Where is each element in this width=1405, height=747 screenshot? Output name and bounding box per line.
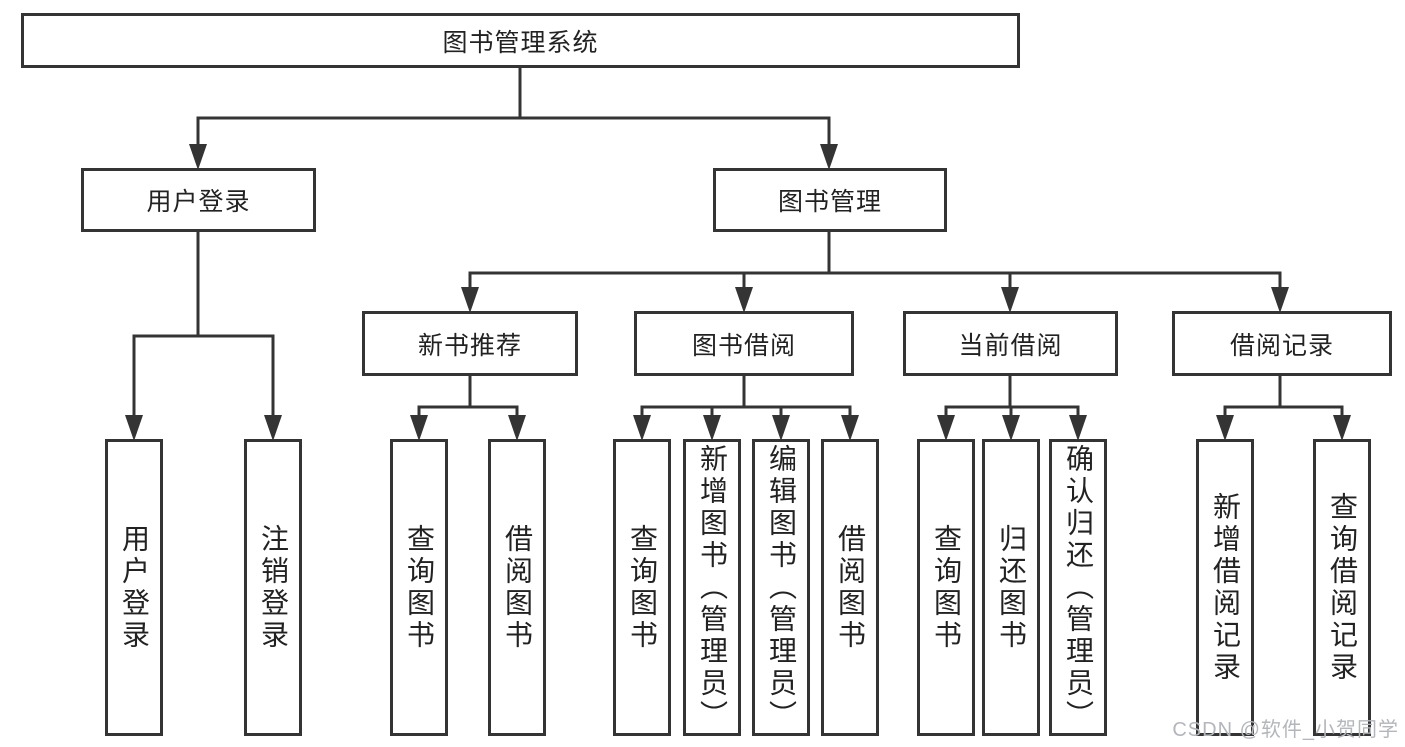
leaf-nb-query-books: 查询图书 xyxy=(390,439,448,736)
leaf-bb-add-books-admin: 新增图书（管理员） xyxy=(683,439,741,736)
node-label: 查询图书 xyxy=(404,523,435,652)
leaf-bb-edit-books-admin: 编辑图书（管理员） xyxy=(752,439,810,736)
node-book-management: 图书管理 xyxy=(713,168,947,232)
node-new-book-recommend: 新书推荐 xyxy=(362,311,578,376)
node-label: 当前借阅 xyxy=(958,331,1063,360)
node-label: 图书管理 xyxy=(777,188,882,216)
node-label: 编辑图书（管理员） xyxy=(766,443,797,732)
node-label: 新书推荐 xyxy=(417,331,522,360)
node-borrow-records: 借阅记录 xyxy=(1172,311,1392,376)
leaf-br-query-record: 查询借阅记录 xyxy=(1313,439,1371,736)
node-label: 确认归还（管理员） xyxy=(1063,443,1094,732)
node-label: 查询图书 xyxy=(931,523,962,652)
node-label: 用户登录 xyxy=(119,523,150,652)
node-current-borrow: 当前借阅 xyxy=(903,311,1118,376)
node-label: 借阅图书 xyxy=(835,523,866,652)
watermark-text: CSDN @软件_小贺同学 xyxy=(1172,719,1399,741)
leaf-logout: 注销登录 xyxy=(244,439,302,736)
node-label: 借阅记录 xyxy=(1229,331,1334,360)
node-label: 用户登录 xyxy=(146,188,251,216)
node-label: 归还图书 xyxy=(996,523,1027,652)
node-label: 查询图书 xyxy=(627,523,658,652)
leaf-user-login: 用户登录 xyxy=(105,439,163,736)
leaf-bb-borrow-books: 借阅图书 xyxy=(821,439,879,736)
node-user-login: 用户登录 xyxy=(81,168,316,232)
node-label: 注销登录 xyxy=(258,523,289,652)
leaf-cb-query-books: 查询图书 xyxy=(917,439,975,736)
node-label: 查询借阅记录 xyxy=(1327,491,1358,684)
leaf-cb-return-books: 归还图书 xyxy=(982,439,1040,736)
node-label: 新增借阅记录 xyxy=(1210,491,1241,684)
leaf-br-add-record: 新增借阅记录 xyxy=(1196,439,1254,736)
leaf-bb-query-books: 查询图书 xyxy=(613,439,671,736)
arrowheads xyxy=(125,144,1351,441)
node-book-borrow: 图书借阅 xyxy=(634,311,854,376)
node-library-system: 图书管理系统 xyxy=(21,13,1020,68)
node-label: 图书借阅 xyxy=(691,331,796,360)
node-label: 借阅图书 xyxy=(502,523,533,652)
leaf-nb-borrow-books: 借阅图书 xyxy=(488,439,546,736)
leaf-cb-confirm-return-admin: 确认归还（管理员） xyxy=(1049,439,1107,736)
node-label: 新增图书（管理员） xyxy=(697,443,728,732)
node-label: 图书管理系统 xyxy=(442,28,599,57)
